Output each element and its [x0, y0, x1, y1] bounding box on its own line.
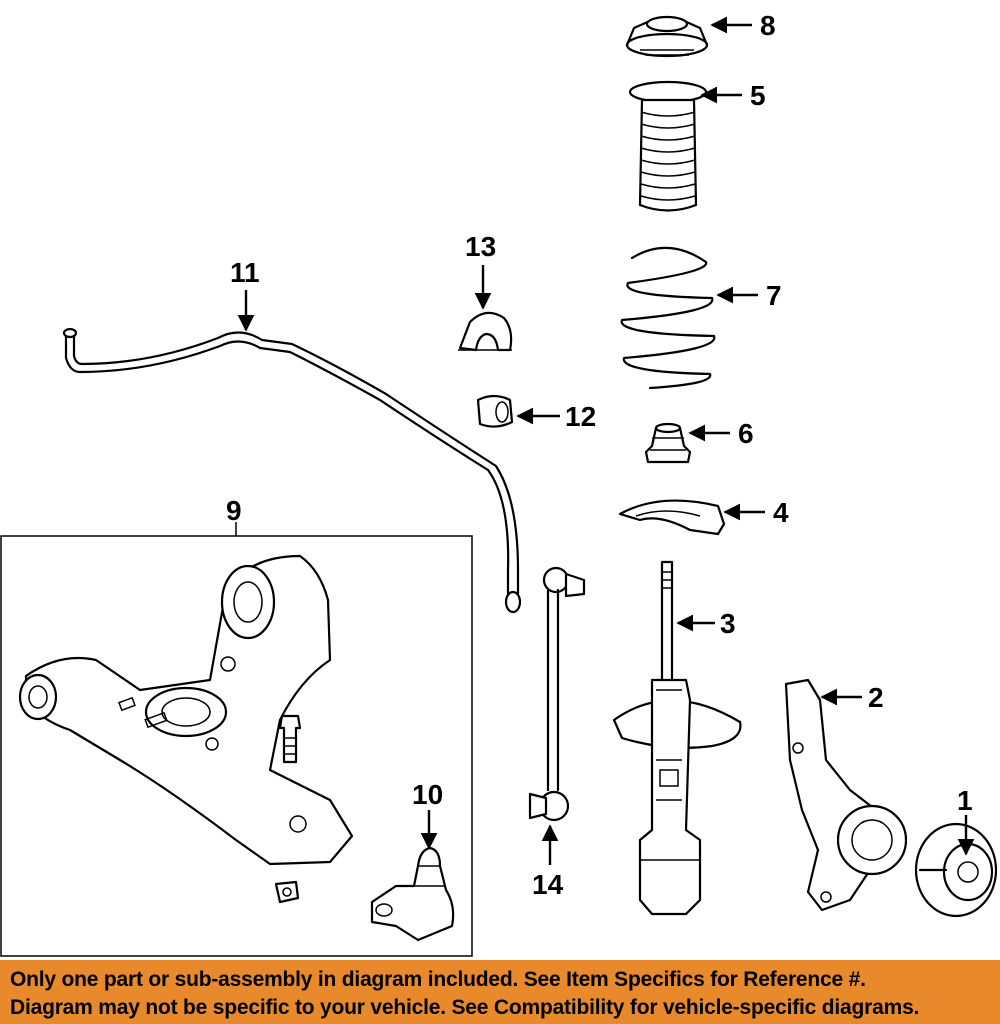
callout-4: 4 [773, 497, 789, 528]
control-arm-bolt [278, 714, 302, 764]
callout-9: 9 [226, 495, 242, 526]
callout-10: 10 [412, 779, 443, 810]
strut-mount [625, 15, 709, 58]
callout-12: 12 [565, 401, 596, 432]
callout-13: 13 [465, 231, 496, 262]
disclaimer-banner: Only one part or sub-assembly in diagram… [0, 960, 1000, 1024]
callout-3: 3 [720, 608, 736, 639]
callout-2: 2 [868, 682, 884, 713]
control-arm-nut [274, 880, 300, 904]
strut-assembly [612, 560, 742, 916]
ball-joint [370, 846, 455, 942]
callout-5: 5 [750, 80, 766, 111]
disclaimer-line-1: Only one part or sub-assembly in diagram… [10, 968, 866, 991]
stabilizer-bushing [476, 394, 514, 428]
stabilizer-bar [62, 327, 522, 614]
coil-spring [620, 246, 716, 390]
bushing-clamp [458, 311, 513, 352]
lower-control-arm [18, 554, 354, 866]
suspension-parts-diagram: 8 5 7 6 4 3 [0, 10, 998, 957]
callout-11: 11 [230, 257, 260, 288]
wheel-hub [914, 822, 998, 918]
callout-7: 7 [766, 280, 782, 311]
callout-14: 14 [532, 869, 564, 900]
callout-8: 8 [760, 10, 776, 41]
disclaimer-line-2: Diagram may not be specific to your vehi… [10, 996, 920, 1019]
stabilizer-link [528, 566, 586, 822]
dust-boot [628, 80, 708, 212]
bump-stop [644, 422, 692, 464]
callout-6: 6 [738, 418, 754, 449]
callout-1: 1 [957, 785, 973, 816]
spring-insulator [618, 499, 726, 536]
steering-knuckle [784, 678, 908, 912]
